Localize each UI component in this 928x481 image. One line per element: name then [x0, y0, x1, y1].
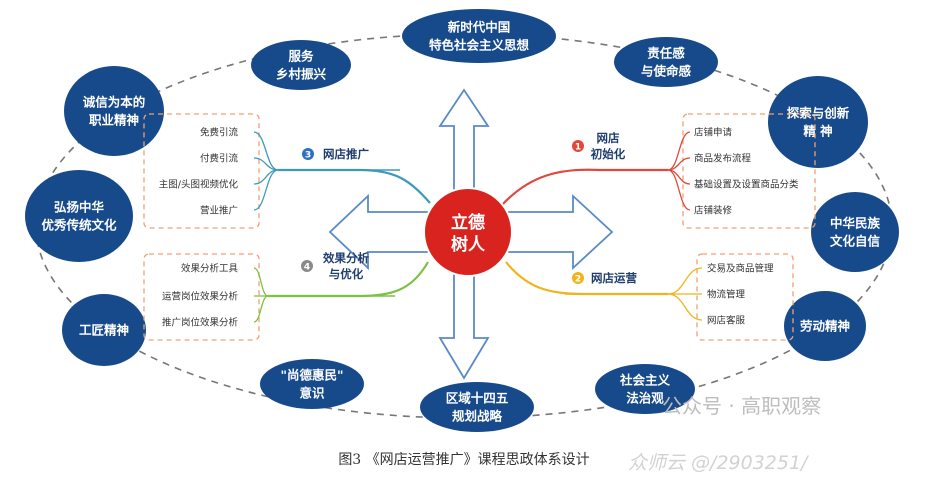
- branch-3-item-1: 免费引流: [200, 127, 239, 139]
- center-circle: [423, 187, 513, 277]
- branch-1-item-4: 店铺装修: [694, 205, 733, 217]
- fan-line-2-3: [667, 293, 703, 321]
- branch-badge-4: [301, 260, 313, 272]
- branch-badge-1: [572, 140, 584, 152]
- branch-box-4: [143, 253, 260, 341]
- outer-node-1-label-line-1: 新时代中国: [448, 20, 511, 35]
- outer-node-9: [62, 294, 146, 366]
- branch-line-1: [501, 168, 668, 206]
- outer-node-7: [420, 382, 534, 432]
- branch-box-3: [143, 113, 260, 229]
- fan-line-4-3: [253, 295, 269, 323]
- outer-node-3: [768, 76, 868, 168]
- watermark-site: 众师云 @/2903251/: [628, 452, 808, 474]
- branch-title-3-line-1: 网店推广: [323, 147, 369, 161]
- branch-badge-3: [302, 148, 314, 160]
- outer-node-4: [811, 192, 899, 272]
- outer-node-12-label-line-2: 乡村振兴: [276, 67, 327, 82]
- outer-node-5-label-line-1: 劳动精神: [800, 319, 850, 334]
- fan-line-2-1: [667, 267, 703, 295]
- branch-2-item-3: 网店客服: [707, 315, 746, 327]
- branch-title-4-line-1: 效果分析: [323, 251, 369, 265]
- fan-line-1-1: [667, 131, 691, 171]
- branch-box-1: [682, 113, 816, 229]
- branch-2-item-1: 交易及商品管理: [707, 263, 774, 275]
- branch-title-2-line-1: 网店运营: [591, 271, 637, 285]
- branch-title-1-line-1: 网店: [597, 131, 620, 145]
- outer-node-10: [25, 170, 133, 262]
- outer-node-1: [402, 9, 556, 63]
- outer-node-9-label-line-1: 工匠精神: [79, 323, 129, 338]
- branch-1-item-3: 基础设置及设置商品分类: [694, 179, 799, 191]
- outer-node-2-label-line-2: 与使命感: [641, 64, 692, 79]
- branch-line-2: [505, 261, 668, 296]
- fan-line-3-4: [253, 169, 279, 211]
- outer-node-4-label-line-2: 文化自信: [830, 234, 881, 249]
- outer-node-2: [614, 37, 718, 87]
- fan-line-1-4: [667, 169, 691, 211]
- outer-node-7-label-line-2: 规划战略: [452, 409, 503, 424]
- outer-node-3-label-line-1: 探索与创新: [787, 106, 850, 121]
- branch-3-item-2: 付费引流: [200, 153, 239, 165]
- branch-3-item-4: 营业推广: [200, 205, 238, 217]
- branch-line-3: [278, 168, 431, 204]
- branch-1-item-1: 店铺申请: [694, 127, 733, 139]
- branch-badge-4-number: 4: [304, 263, 310, 273]
- outer-node-6-label-line-1: 社会主义: [619, 373, 671, 388]
- outer-node-6-label-line-2: 法治观: [626, 391, 664, 406]
- branch-4-item-1: 效果分析工具: [181, 263, 239, 275]
- branch-1-item-2: 商品发布流程: [694, 153, 752, 165]
- branch-badge-2-number: 2: [575, 275, 581, 285]
- outer-node-11-label-line-2: 职业精神: [89, 113, 139, 128]
- outer-node-1-label-line-2: 特色社会主义思想: [429, 38, 530, 53]
- outer-node-11-label-line-1: 诚信为本的: [83, 95, 146, 110]
- outer-node-6: [595, 364, 695, 414]
- fan-line-4-1: [253, 267, 269, 297]
- outer-node-12-label-line-1: 服务: [288, 49, 314, 64]
- outer-node-10-label-line-2: 优秀传统文化: [41, 218, 117, 233]
- outer-node-11: [64, 66, 164, 156]
- branch-4-item-3: 推广岗位效果分析: [162, 317, 239, 329]
- outer-node-7-label-line-1: 区域十四五: [446, 391, 509, 406]
- outer-node-8-label-line-2: 意识: [299, 386, 325, 401]
- watermark-wechat: 公众号 · 高职观察: [662, 394, 822, 418]
- outer-node-2-label-line-1: 责任感: [647, 46, 685, 61]
- outer-node-5: [784, 291, 866, 361]
- outer-node-4-label-line-1: 中华民族: [830, 216, 881, 231]
- branch-box-2: [696, 253, 794, 341]
- outer-node-8-label-line-1: "尚德惠民": [280, 368, 343, 383]
- branch-badge-3-number: 3: [305, 151, 311, 161]
- outer-node-12: [251, 40, 351, 90]
- branch-title-4-line-2: 与优化: [329, 267, 364, 281]
- outer-node-8: [260, 359, 364, 409]
- center-label-line-2: 树人: [451, 235, 486, 255]
- outer-node-10-label-line-1: 弘扬中华: [54, 200, 105, 215]
- branch-badge-1-number: 1: [575, 143, 581, 153]
- branch-3-item-3: 主图/头图视频优化: [159, 179, 239, 191]
- branch-2-item-2: 物流管理: [707, 289, 746, 301]
- branch-title-1-line-2: 初始化: [591, 147, 626, 161]
- branch-4-item-2: 运营岗位效果分析: [162, 291, 239, 303]
- center-label-line-1: 立德: [451, 212, 485, 233]
- branch-badge-2: [572, 272, 584, 284]
- figure-caption: 图3 《网店运营推广》课程思政体系设计: [338, 452, 590, 468]
- outer-node-3-label-line-2: 精 神: [803, 124, 832, 139]
- fan-line-3-1: [253, 131, 279, 171]
